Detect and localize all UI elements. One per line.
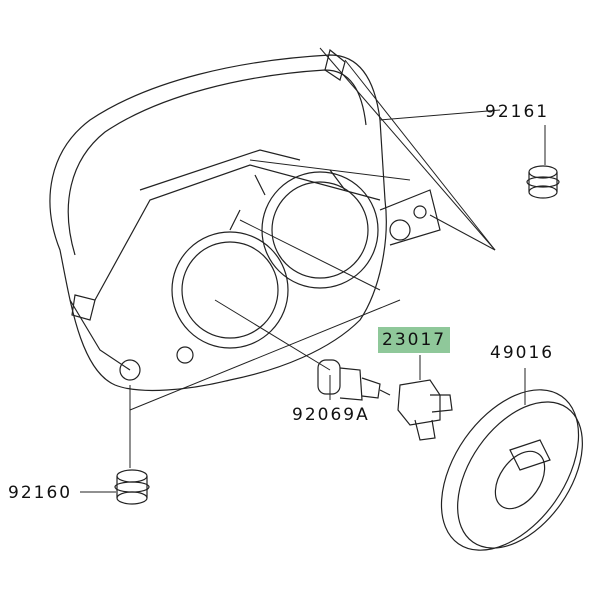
part-label-23017[interactable]: 23017 bbox=[378, 327, 451, 353]
cover-drawing bbox=[440, 389, 583, 551]
leader-lines bbox=[80, 47, 546, 493]
part-label-92069A[interactable]: 92069A bbox=[292, 405, 370, 425]
grommet-upper-drawing bbox=[526, 165, 560, 199]
headlight-housing bbox=[49, 48, 441, 392]
part-label-92160[interactable]: 92160 bbox=[8, 483, 73, 503]
socket-drawing bbox=[397, 379, 453, 441]
part-label-92161[interactable]: 92161 bbox=[485, 102, 550, 122]
bulb-drawing bbox=[317, 359, 391, 401]
grommet-lower-drawing bbox=[114, 469, 150, 505]
part-label-49016[interactable]: 49016 bbox=[490, 343, 555, 363]
